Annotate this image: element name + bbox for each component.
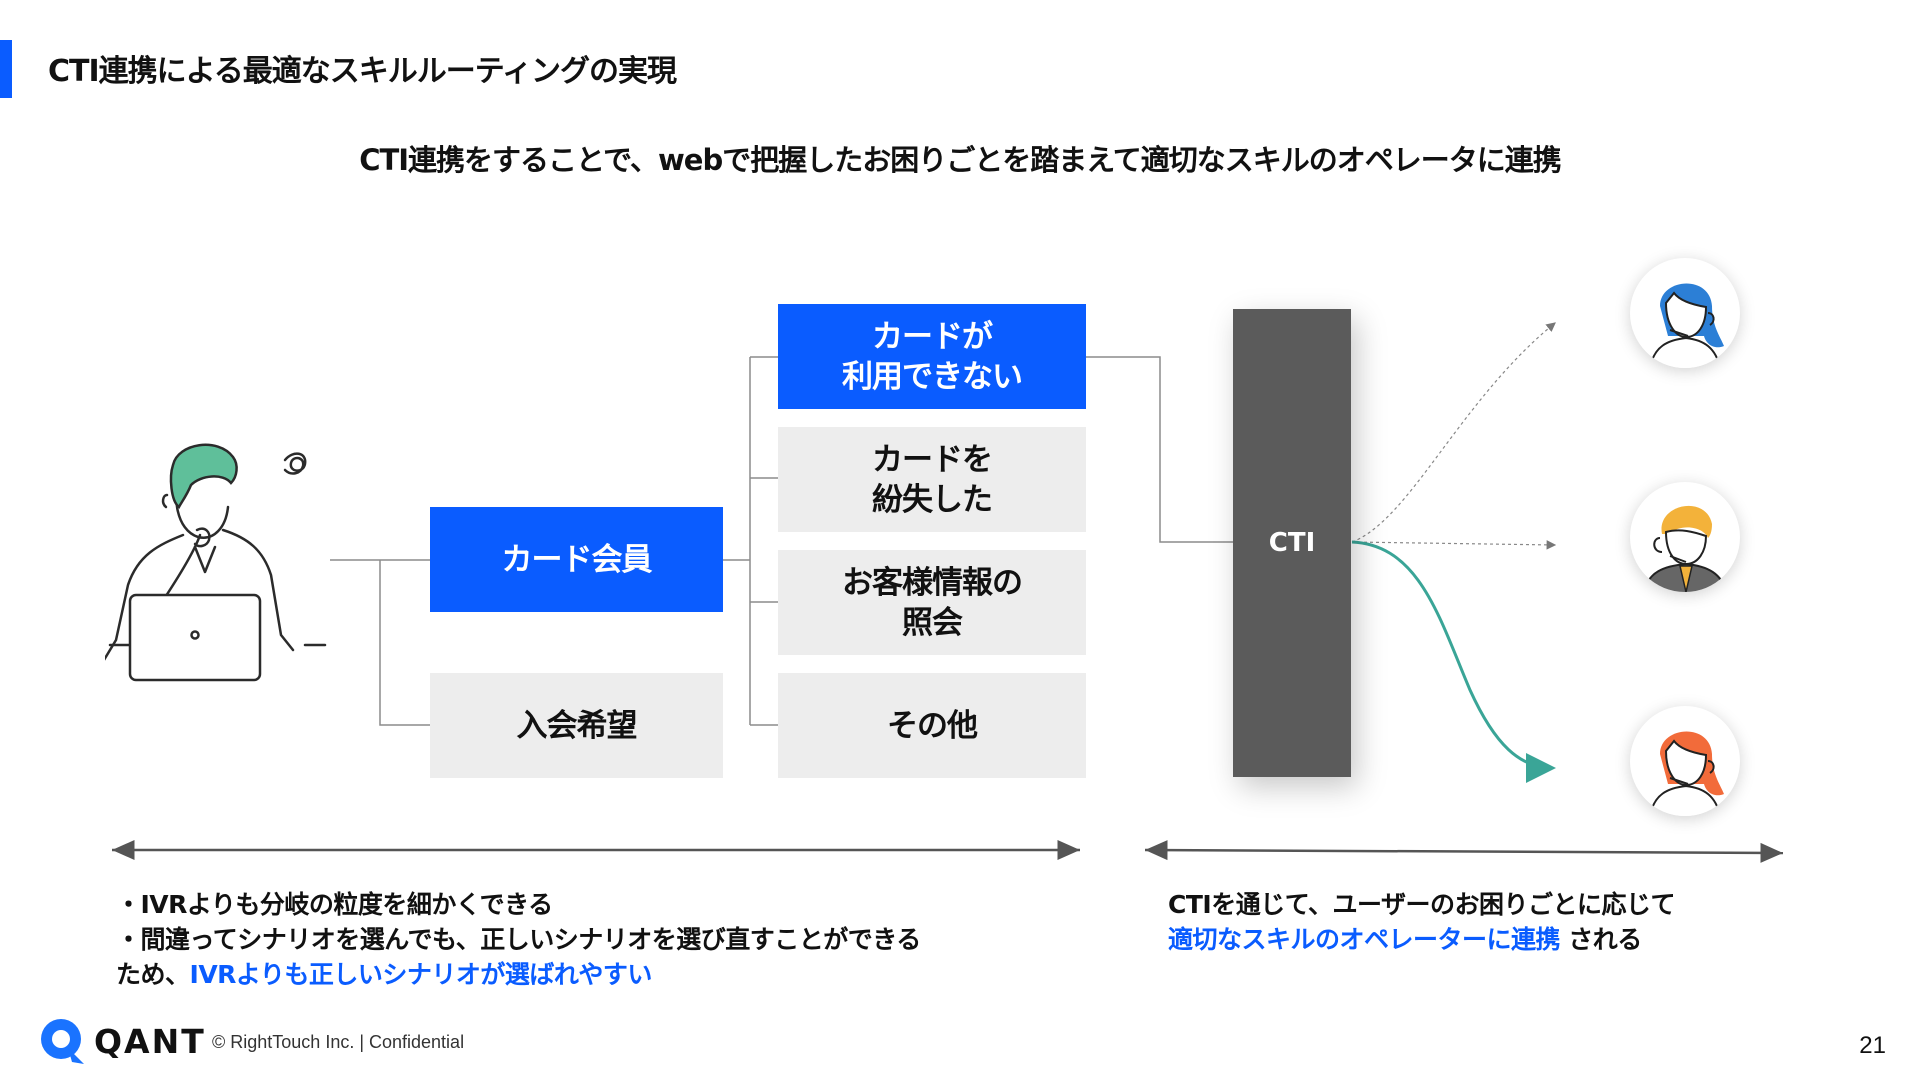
- right-note-line-1: CTIを通じて、ユーザーのお困りごとに応じて: [1168, 887, 1675, 922]
- customer-info-box: お客様情報の 照会: [778, 550, 1086, 655]
- operator-blue-icon: [1630, 258, 1740, 368]
- operator-yellow-icon: [1630, 482, 1740, 592]
- range-arrow-right: [1145, 850, 1783, 853]
- qant-logo-text: QANT: [94, 1022, 206, 1061]
- left-note-prefix: ため、: [116, 960, 190, 989]
- page-number: 21: [1859, 1032, 1886, 1060]
- left-note-highlight: IVRよりも正しいシナリオが選ばれやすい: [190, 960, 652, 989]
- connector-to-cti: [1086, 357, 1233, 542]
- card-lost-box: カードを 紛失した: [778, 427, 1086, 532]
- right-notes: CTIを通じて、ユーザーのお困りごとに応じて 適切なスキルのオペレーターに連携 …: [1168, 887, 1675, 957]
- other-box: その他: [778, 673, 1086, 778]
- thinking-user-laptop-icon: [105, 435, 335, 685]
- operator-orange-icon: [1630, 706, 1740, 816]
- cti-label: CTI: [1269, 528, 1316, 558]
- left-note-line-1: ・IVRよりも分岐の粒度を細かくできる: [116, 887, 921, 922]
- card-member-box: カード会員: [430, 507, 723, 612]
- footer-copyright: © RightTouch Inc. | Confidential: [212, 1032, 464, 1053]
- card-unusable-box: カードが 利用できない: [778, 304, 1086, 409]
- left-notes: ・IVRよりも分岐の粒度を細かくできる ・間違ってシナリオを選んでも、正しいシナ…: [116, 887, 921, 992]
- cti-bar: CTI: [1233, 309, 1351, 777]
- route-to-operator-1: [1352, 323, 1555, 542]
- right-note-suffix: される: [1568, 925, 1642, 954]
- right-note-line-2: 適切なスキルのオペレーターに連携 される: [1168, 922, 1675, 957]
- connector-user-join: [380, 560, 430, 725]
- join-request-box: 入会希望: [430, 673, 723, 778]
- qant-logo-icon: [38, 1016, 88, 1066]
- left-note-line-2: ・間違ってシナリオを選んでも、正しいシナリオを選び直すことができる: [116, 922, 921, 957]
- left-note-line-3: ため、IVRよりも正しいシナリオが選ばれやすい: [116, 957, 921, 992]
- route-to-operator-3: [1352, 542, 1553, 768]
- route-to-operator-2: [1352, 542, 1555, 545]
- right-note-highlight: 適切なスキルのオペレーターに連携: [1168, 925, 1560, 954]
